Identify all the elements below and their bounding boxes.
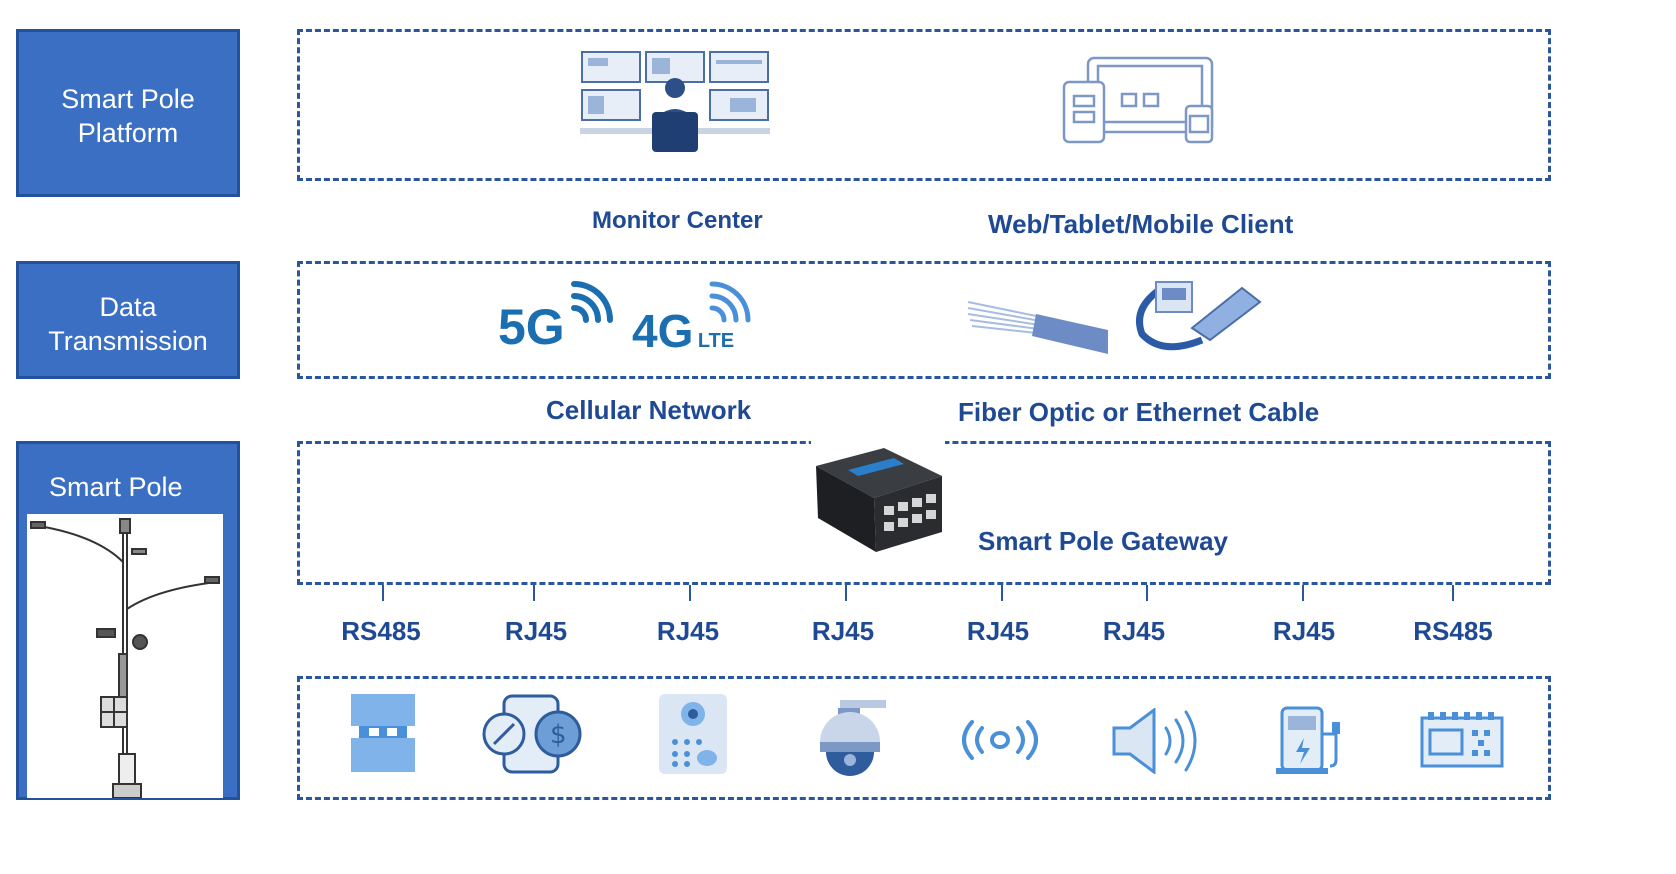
monitor-center-icon	[580, 51, 770, 152]
web-tablet-mobile-icon	[1062, 56, 1214, 144]
port-tick	[689, 585, 691, 601]
port-tick	[1146, 585, 1148, 601]
port-tick	[845, 585, 847, 601]
smart-pole-illustration	[30, 518, 220, 799]
port-label: RS485	[341, 616, 421, 646]
gateway-device-icon	[816, 448, 942, 552]
5g-text: 5G	[498, 299, 565, 355]
wireless-sensor-icon	[962, 720, 1038, 760]
platform-section	[297, 29, 1551, 181]
pole-layer-label: Smart Pole	[49, 472, 183, 502]
ev-charger-icon	[1276, 706, 1340, 774]
speaker-icon	[1112, 708, 1197, 774]
transmission-section	[297, 261, 1551, 379]
port-tick	[382, 585, 384, 601]
devices-section	[297, 676, 1551, 800]
port-label: RS485	[1413, 616, 1493, 646]
port-tick	[1302, 585, 1304, 601]
5g-signal-icon	[571, 281, 613, 323]
lte-text: LTE	[697, 330, 735, 352]
gateway-gap	[811, 437, 945, 449]
port-tick	[533, 585, 535, 601]
transmission-layer-label: Data Transmission	[48, 292, 208, 356]
port-label: RJ45	[504, 616, 568, 646]
dome-camera-icon	[820, 700, 886, 776]
port-label: RJ45	[656, 616, 720, 646]
cellular-5g-badge: 5G	[498, 298, 565, 356]
fiber-optic-icon	[967, 301, 1108, 354]
port-label: RJ45	[811, 616, 875, 646]
fiber-ethernet-label: Fiber Optic or Ethernet Cable	[958, 397, 1320, 427]
port-label: RJ45	[1272, 616, 1336, 646]
port-tick	[1452, 585, 1454, 601]
4g-text: 4G	[632, 305, 694, 357]
port-label: RJ45	[1102, 616, 1166, 646]
cellular-network-label: Cellular Network	[546, 395, 752, 425]
port-label: RJ45	[966, 616, 1030, 646]
ethernet-cable-icon	[1136, 281, 1262, 351]
transmission-layer-box: Data Transmission	[16, 261, 240, 379]
payment-terminal-icon: $	[482, 694, 582, 774]
pole-layer-box: Smart Pole	[16, 441, 240, 800]
smart-cabinet-icon	[351, 694, 415, 772]
gateway-label: Smart Pole Gateway	[978, 526, 1228, 556]
platform-layer-box: Smart Pole Platform	[16, 29, 240, 197]
web-client-label: Web/Tablet/Mobile Client	[988, 209, 1294, 239]
intercom-panel-icon	[659, 694, 727, 774]
platform-layer-label: Smart Pole Platform	[61, 84, 195, 148]
monitor-center-label: Monitor Center	[592, 207, 763, 234]
port-tick	[1001, 585, 1003, 601]
cellular-4g-badge: 4G LTE	[632, 304, 734, 358]
pole-image-panel	[27, 514, 223, 799]
control-board-icon	[1420, 712, 1504, 768]
svg-text:$: $	[550, 720, 567, 750]
4g-signal-icon	[709, 281, 751, 323]
